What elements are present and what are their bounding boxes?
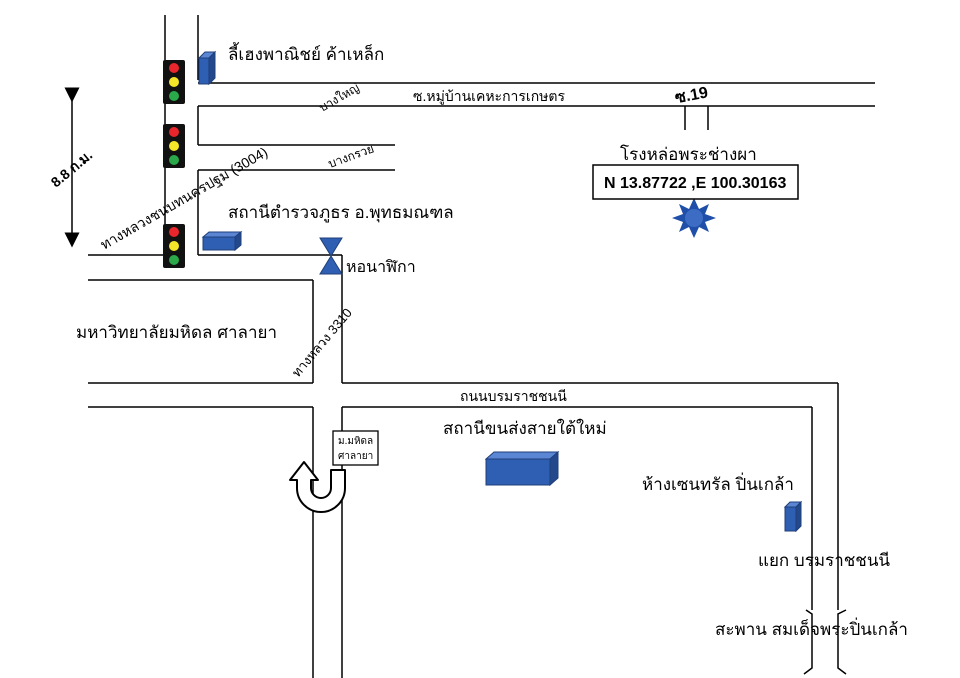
borommaratchachonnani-road-label: ถนนบรมราชชนนี (460, 388, 567, 404)
u-turn-icon (289, 461, 346, 513)
foundry-label: โรงหล่อพระช่างผา (620, 144, 757, 164)
bus-terminal-label: สถานีขนส่งสายใต้ใหม่ (443, 418, 607, 438)
traffic-light-icon (163, 224, 185, 268)
highway-3310-label: ทางหลวง 3310 (289, 305, 355, 380)
bridge-label: สะพาน สมเด็จพระปิ่นเกล้า (715, 617, 908, 639)
clock-tower-icon (319, 237, 343, 275)
soi-mu-ban-label: ซ.หมู่บ้านเคหะการเกษตร (413, 88, 566, 105)
mahidol-university-label: มหาวิทยาลัยมหิดล ศาลายา (76, 323, 277, 342)
coordinates-label: N 13.87722 ,E 100.30163 (604, 175, 786, 192)
building-icon (197, 50, 217, 86)
intersection-label: แยก บรมราชชนนี (758, 551, 890, 570)
building-icon (484, 450, 560, 487)
steel-shop-label: ลี้เฮงพาณิชย์ ค้าเหล็ก (228, 42, 384, 64)
mahidol-sign-line2: ศาลายา (338, 451, 373, 462)
traffic-light-icon (163, 124, 185, 168)
soi-19-label: ซ.19 (674, 84, 710, 107)
sun-icon (672, 198, 716, 238)
building-icon (201, 230, 243, 252)
mahidol-sign-box (332, 430, 379, 466)
clock-tower-label: หอนาฬิกา (346, 259, 416, 276)
central-mall-label: ห้างเซนทรัล ปิ่นเกล้า (642, 472, 794, 494)
bang-kruai-label: บางกรวย (326, 141, 376, 170)
traffic-light-icon (163, 60, 185, 104)
road-network (88, 15, 875, 678)
mahidol-sign-line1: ม.มหิดล (338, 436, 373, 447)
bang-yai-label: บางใหญ่ (317, 80, 362, 114)
police-station-label: สถานีตำรวจภูธร อ.พุทธมณฑล (228, 203, 454, 223)
coordinate-box (592, 164, 799, 200)
building-icon (783, 500, 803, 533)
bridge-bracket-left (803, 609, 813, 675)
bridge-bracket-right (837, 609, 847, 675)
